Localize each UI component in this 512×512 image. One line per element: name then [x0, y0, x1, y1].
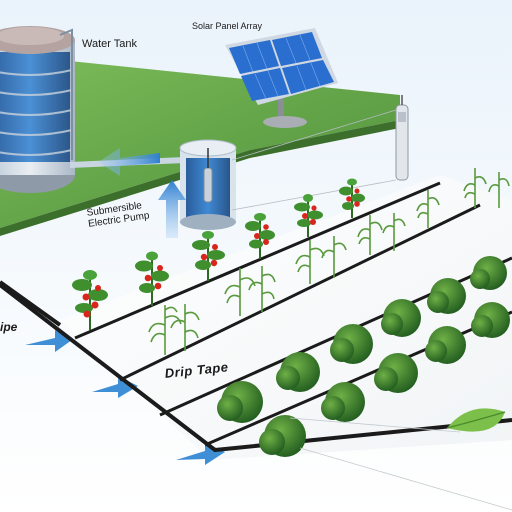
callout-line [299, 447, 512, 511]
corn-plant-icon [224, 266, 276, 316]
corn-plant-icon [148, 304, 200, 355]
corn-plant-icon [463, 168, 510, 208]
submersible-pump-icon [179, 139, 237, 230]
callout-line [289, 417, 461, 433]
drip-tape-line [74, 181, 441, 340]
tomato-plant-icon [294, 194, 323, 237]
tomato-plant-icon [135, 251, 169, 306]
water-tank-icon [0, 26, 75, 193]
flow-arrow-icon [158, 180, 186, 238]
shrub-icon [425, 326, 466, 364]
shrub-icon [321, 382, 365, 422]
shrub-row [217, 256, 510, 457]
water-tank-label: Water Tank [82, 38, 138, 50]
tomato-plant-icon [72, 270, 108, 330]
tomato-plant-icon [339, 178, 365, 218]
solar-panel-icon [225, 28, 338, 128]
shrub-icon [259, 415, 306, 457]
shrub-icon [381, 299, 421, 337]
shrub-icon [374, 353, 418, 393]
grass-edge [0, 120, 400, 236]
flow-arrow-icon [98, 148, 160, 176]
shrub-icon [330, 324, 373, 364]
pump-detail-icon [395, 95, 409, 181]
shrub-icon [470, 256, 507, 290]
callout-line [231, 179, 397, 211]
main-pipe [0, 283, 512, 453]
corn-plant-icon [295, 236, 347, 284]
main-pipe-label: ipe [0, 320, 18, 334]
corn-plant-icon [416, 190, 440, 228]
tomato-plant-icon [192, 231, 225, 281]
callout-line [231, 109, 397, 161]
corn-plant-icon [357, 213, 406, 255]
tomato-plant-row [72, 178, 365, 330]
main-pipe [0, 280, 62, 327]
shrub-icon [427, 278, 466, 314]
tomato-plant-icon [245, 213, 275, 259]
drip-tape-line [119, 203, 481, 382]
shrub-icon [217, 381, 263, 423]
flow-arrow-icon [25, 330, 72, 352]
shrub-icon [471, 302, 510, 338]
leaf-icon [446, 408, 506, 432]
shrub-icon [276, 352, 320, 392]
solar-panel-array-label: Solar Panel Array [192, 21, 263, 31]
tank-inlet-pipe [59, 28, 73, 160]
corn-plant-row [148, 168, 510, 355]
